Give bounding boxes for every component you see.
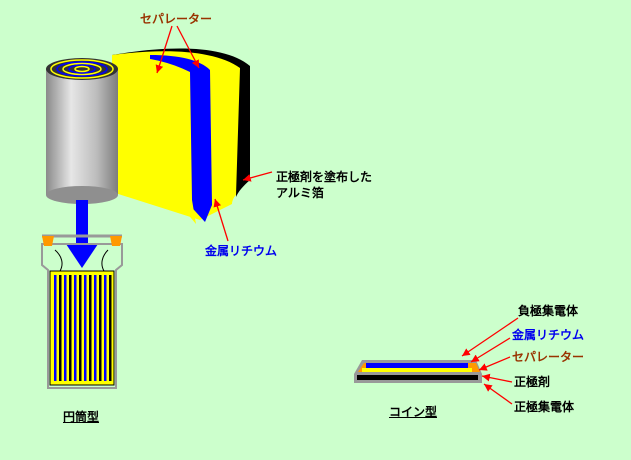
electrode-stripe: [69, 275, 72, 381]
electrode-stripe: [64, 275, 67, 381]
coin-separator-label: セパレーター: [512, 350, 585, 364]
coin-cathode-label: 正極剤: [514, 375, 551, 389]
coin-cell: [354, 360, 482, 383]
cylinder-type-label: 円筒型: [63, 410, 100, 424]
roll-spiral: [50, 59, 114, 79]
separator-label: セパレーター: [140, 12, 213, 26]
coin-type-label: コイン型: [389, 405, 438, 419]
separator-layer-inner: [112, 57, 196, 225]
electrode-stripe: [54, 275, 57, 381]
electrode-stripe: [74, 275, 77, 381]
cathode-foil-label-line2: アルミ箔: [276, 186, 324, 200]
electrode-stripe: [94, 275, 97, 381]
electrode-stripe: [109, 275, 112, 381]
cylinder-cross-section: [41, 234, 123, 389]
electrode-stripe: [84, 275, 87, 381]
cathode-foil-label-line1: 正極剤を塗布した: [276, 170, 373, 184]
lithium-label: 金属リチウム: [205, 244, 278, 258]
electrode-stripe: [59, 275, 62, 381]
electrode-stripe: [79, 275, 82, 381]
down-arrow-shaft: [76, 200, 88, 244]
cylinder-bottom: [46, 186, 118, 204]
electrode-stripe: [104, 275, 107, 381]
coin-negative-collector-label: 負極集電体: [518, 304, 579, 318]
leader-arrows: [155, 25, 519, 405]
cylinder-can: [46, 69, 118, 195]
down-arrow-head: [66, 244, 98, 268]
coin-lithium-label: 金属リチウム: [512, 328, 585, 342]
electrode-stripe: [89, 275, 92, 381]
coin-positive-collector-label: 正極集電体: [514, 400, 575, 414]
electrode-stripe: [99, 275, 102, 381]
